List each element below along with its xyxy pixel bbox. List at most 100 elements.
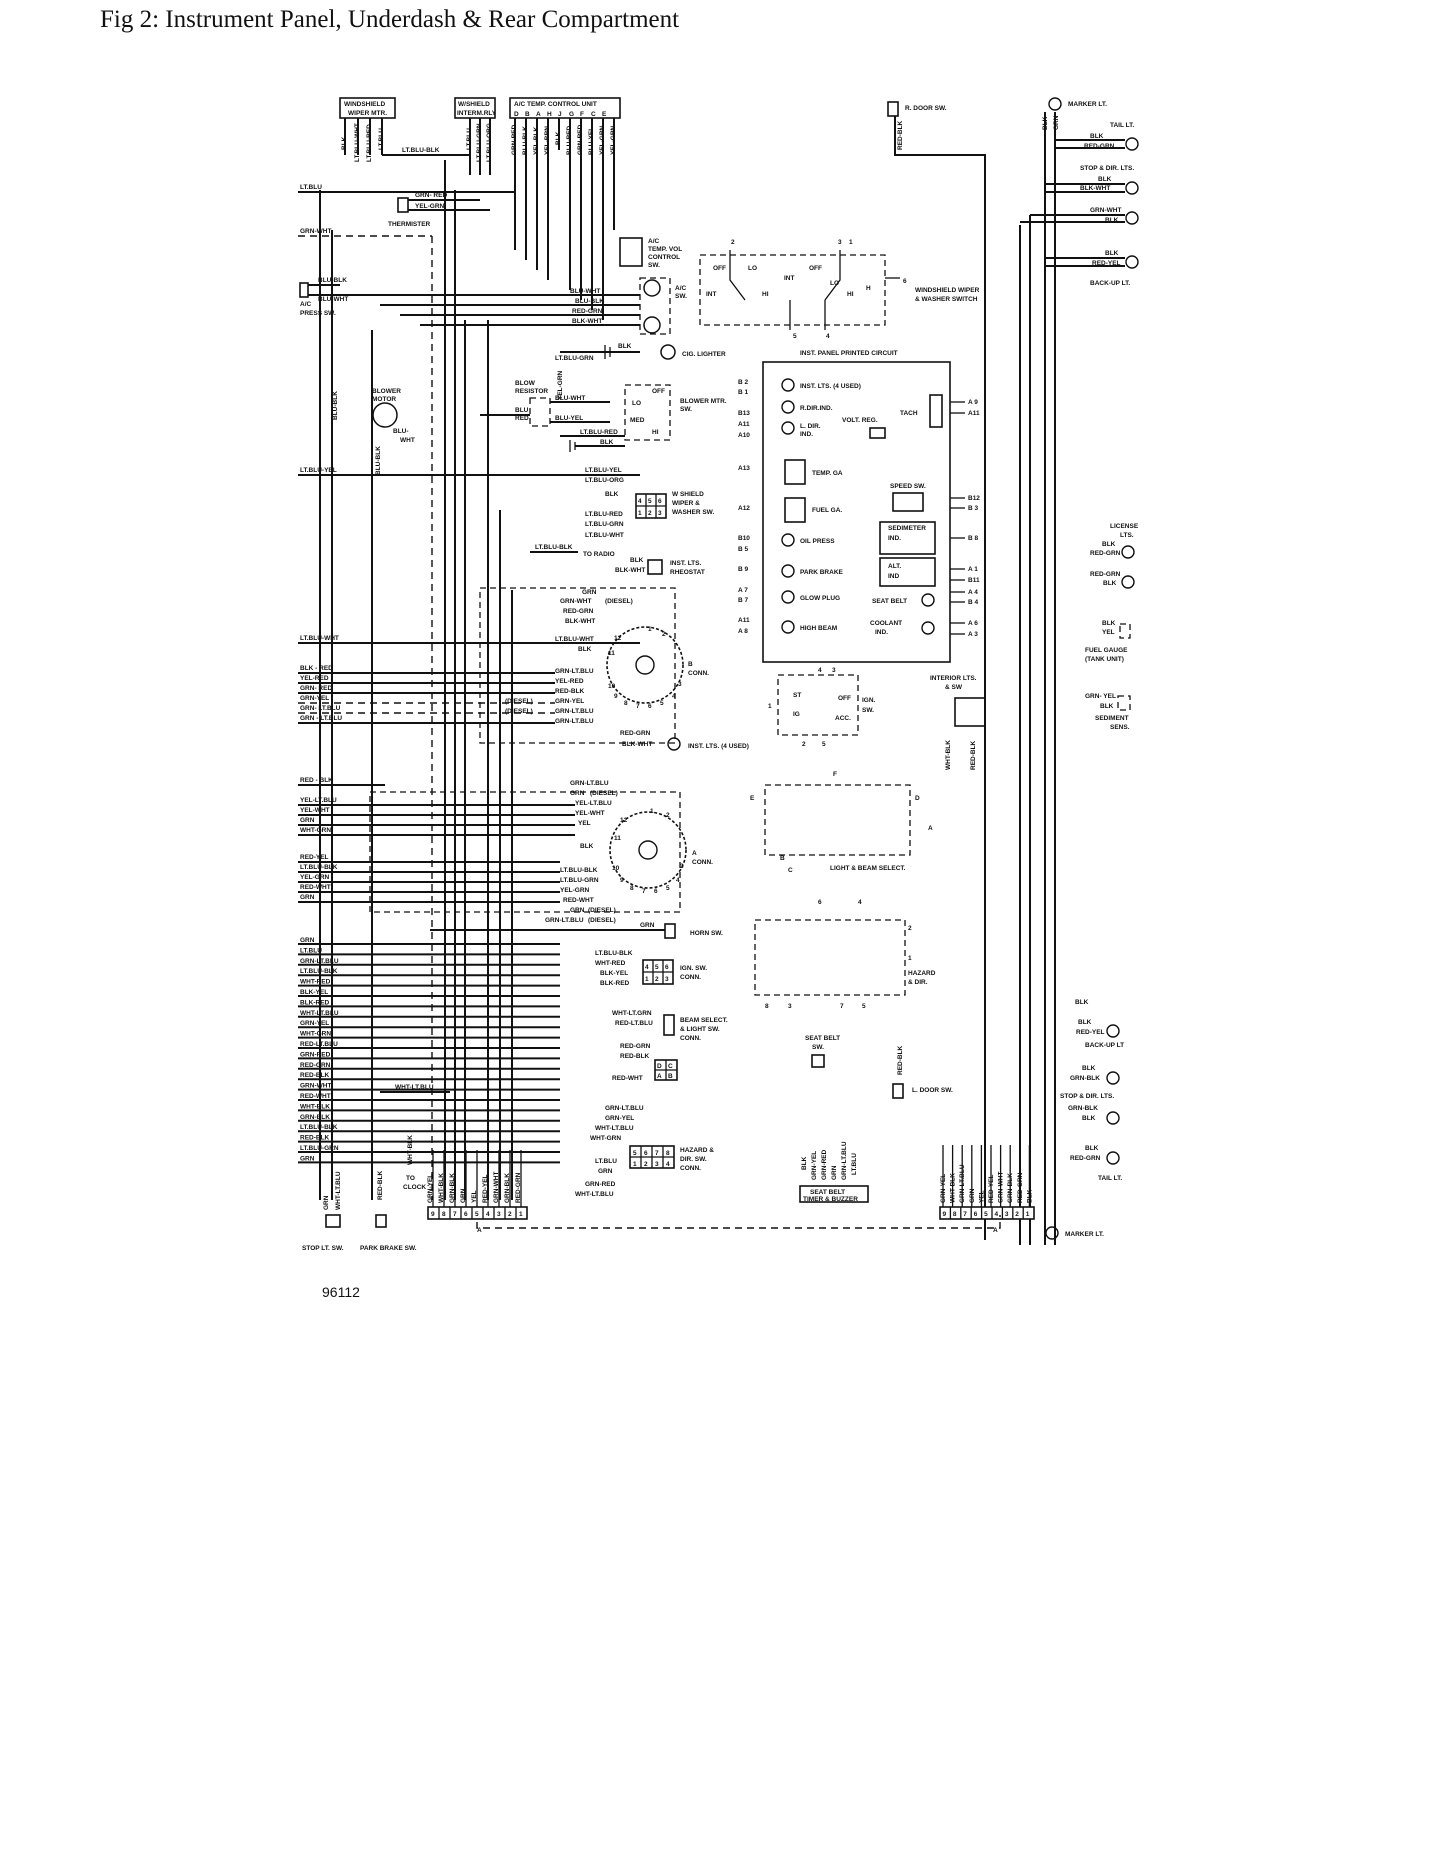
svg-text:B 5: B 5 bbox=[738, 546, 749, 553]
wire-label: GRN-WHT bbox=[998, 1172, 1005, 1203]
svg-text:INT: INT bbox=[784, 275, 795, 282]
svg-text:6: 6 bbox=[903, 278, 907, 285]
fuel-gauge-tank-unit: BLK YEL FUEL GAUGE (TANK UNIT) bbox=[1085, 620, 1131, 663]
svg-text:LO: LO bbox=[632, 400, 641, 407]
svg-text:WHT-LT.GRN: WHT-LT.GRN bbox=[612, 1010, 652, 1017]
svg-text:GRN- RED: GRN- RED bbox=[300, 685, 332, 692]
svg-text:RESISTOR: RESISTOR bbox=[515, 388, 548, 395]
svg-text:A11: A11 bbox=[738, 421, 750, 428]
svg-text:RED-GRN: RED-GRN bbox=[1070, 1155, 1101, 1162]
svg-text:SEAT BELT: SEAT BELT bbox=[872, 598, 907, 605]
svg-text:BLK: BLK bbox=[1078, 1019, 1092, 1026]
svg-text:OFF: OFF bbox=[809, 265, 822, 272]
svg-text:3: 3 bbox=[658, 510, 662, 517]
seat-belt-timer-buzzer: SEAT BELT SW. SEAT BELT TIMER & BUZZER B… bbox=[799, 1035, 869, 1203]
svg-text:GRN: GRN bbox=[570, 790, 585, 797]
svg-text:& SW: & SW bbox=[945, 684, 963, 691]
sediment-sensor: GRN- YEL BLK SEDIMENT SENS. bbox=[1085, 693, 1131, 731]
svg-text:D: D bbox=[915, 795, 920, 802]
svg-text:E: E bbox=[750, 795, 755, 802]
svg-text:LT.BLU-WHT: LT.BLU-WHT bbox=[585, 532, 624, 539]
svg-text:B 7: B 7 bbox=[738, 597, 749, 604]
svg-text:RHEOSTAT: RHEOSTAT bbox=[670, 569, 705, 576]
svg-text:A 7: A 7 bbox=[738, 587, 748, 594]
svg-text:BLU: BLU bbox=[515, 407, 529, 414]
svg-text:YEL-LT.BLU: YEL-LT.BLU bbox=[575, 800, 612, 807]
svg-text:HORN SW.: HORN SW. bbox=[690, 930, 723, 937]
svg-text:8: 8 bbox=[624, 700, 628, 707]
svg-text:ACC.: ACC. bbox=[835, 715, 851, 722]
radio-rheostat: LT.BLU-BLK TO RADIO BLK BLK-WHT INST. LT… bbox=[530, 544, 705, 576]
svg-text:GRN- RED: GRN- RED bbox=[415, 192, 447, 199]
svg-text:RED-LT.BLU: RED-LT.BLU bbox=[615, 1020, 653, 1027]
svg-text:GRN-RED: GRN-RED bbox=[511, 124, 518, 155]
svg-text:WHT: WHT bbox=[400, 437, 415, 444]
svg-text:GRN-YEL: GRN-YEL bbox=[555, 698, 584, 705]
svg-text:R.DIR.IND.: R.DIR.IND. bbox=[800, 405, 833, 412]
thermister: GRN- RED YEL-GRN THERMISTER bbox=[388, 192, 490, 228]
connector-side-label: A bbox=[477, 1227, 482, 1234]
svg-text:1: 1 bbox=[645, 976, 649, 983]
light-beam-select-switch: E F D B A C LIGHT & BEAM SELECT. bbox=[750, 771, 933, 874]
svg-text:SEDIMETER: SEDIMETER bbox=[888, 525, 926, 532]
svg-text:& DIR.: & DIR. bbox=[908, 979, 928, 986]
svg-text:4: 4 bbox=[826, 333, 830, 340]
wire-label: GRN-YEL bbox=[940, 1174, 947, 1203]
svg-text:LT.BLU: LT.BLU bbox=[300, 184, 322, 191]
svg-text:BACK-UP LT.: BACK-UP LT. bbox=[1090, 280, 1130, 287]
svg-text:TAIL LT.: TAIL LT. bbox=[1110, 122, 1134, 129]
back-up-light-top: BLK RED-YEL BACK-UP LT. bbox=[1090, 250, 1139, 287]
svg-text:B13: B13 bbox=[738, 410, 750, 417]
svg-text:BLK: BLK bbox=[618, 343, 632, 350]
svg-text:A: A bbox=[692, 850, 697, 857]
wire-label: GRN bbox=[300, 1155, 315, 1162]
wire-label: YEL bbox=[471, 1190, 478, 1203]
svg-text:GRN-LT.BLU: GRN-LT.BLU bbox=[545, 917, 584, 924]
svg-text:F: F bbox=[580, 111, 584, 118]
svg-text:GRN: GRN bbox=[582, 589, 597, 596]
svg-text:LT.BLU-BLK: LT.BLU-BLK bbox=[560, 867, 598, 874]
svg-text:LT.BLU-GRN: LT.BLU-GRN bbox=[476, 123, 483, 162]
svg-text:WHT-RED: WHT-RED bbox=[595, 960, 626, 967]
svg-text:B: B bbox=[780, 855, 785, 862]
wire-label: GRN-WHT bbox=[300, 1083, 331, 1090]
svg-text:A 4: A 4 bbox=[968, 589, 978, 596]
svg-text:YEL-GRN: YEL-GRN bbox=[415, 203, 445, 210]
wire-label: GRN-BLK bbox=[504, 1173, 511, 1203]
svg-text:GRN-WHT: GRN-WHT bbox=[560, 598, 591, 605]
svg-text:WHT-BLK: WHT-BLK bbox=[945, 740, 952, 770]
svg-text:A 3: A 3 bbox=[968, 631, 978, 638]
svg-text:GRN-RED: GRN-RED bbox=[585, 1181, 616, 1188]
svg-text:RED-WHT: RED-WHT bbox=[300, 884, 331, 891]
connector-side-label-2: A bbox=[993, 1227, 998, 1234]
svg-text:YEL-BRN: YEL-BRN bbox=[544, 126, 551, 155]
svg-text:2: 2 bbox=[662, 631, 666, 638]
svg-text:(DIESEL): (DIESEL) bbox=[505, 698, 533, 705]
svg-text:RED-WHT: RED-WHT bbox=[563, 897, 594, 904]
tail-light-top: TAIL LT. BLK RED-GRN bbox=[1084, 122, 1139, 151]
svg-text:SPEED SW.: SPEED SW. bbox=[890, 483, 926, 490]
svg-text:SEAT BELT: SEAT BELT bbox=[810, 1189, 845, 1196]
svg-text:BLK: BLK bbox=[605, 491, 619, 498]
b-connector: GRN GRN-WHT (DIESEL) RED-GRN BLK-WHT B C… bbox=[479, 587, 709, 744]
hazard-direction-switch: 6 4 2 1 8 3 7 5 HAZARD & DIR. bbox=[754, 899, 936, 1010]
pin-number: 2 bbox=[1015, 1211, 1019, 1218]
wire-label: WHT-GRN bbox=[300, 1031, 331, 1038]
svg-text:A12: A12 bbox=[738, 505, 750, 512]
svg-text:LT.BLU-BLK: LT.BLU-BLK bbox=[595, 950, 633, 957]
pin-number: 9 bbox=[431, 1211, 435, 1218]
svg-text:7: 7 bbox=[636, 703, 640, 710]
svg-text:2: 2 bbox=[648, 510, 652, 517]
svg-text:1: 1 bbox=[768, 703, 772, 710]
svg-text:BLU-BLK: BLU-BLK bbox=[522, 126, 529, 155]
svg-text:INST. LTS. (4 USED): INST. LTS. (4 USED) bbox=[800, 383, 861, 390]
svg-text:A10: A10 bbox=[738, 432, 750, 439]
wire-label: RED-GRN bbox=[515, 1172, 522, 1203]
svg-text:GRN-LT.BLU: GRN-LT.BLU bbox=[570, 780, 609, 787]
svg-text:MED: MED bbox=[630, 417, 645, 424]
svg-text:TEMP. GA: TEMP. GA bbox=[812, 470, 843, 477]
wire-label: RED-YEL bbox=[988, 1174, 995, 1203]
svg-text:LO: LO bbox=[748, 265, 757, 272]
svg-text:PARK BRAKE: PARK BRAKE bbox=[800, 569, 844, 576]
